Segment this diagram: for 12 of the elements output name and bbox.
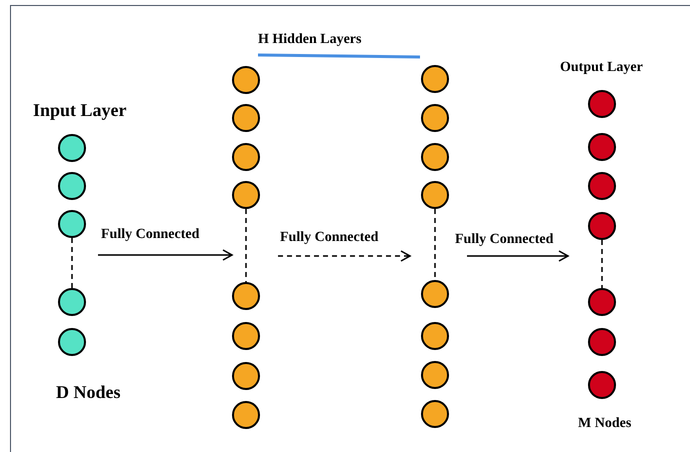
layer-heading: Output Layer <box>560 59 643 76</box>
node-count: D Nodes <box>56 381 121 404</box>
dashed-connector <box>434 209 436 280</box>
layer-heading: H Hidden Layers <box>258 31 362 48</box>
dashed-connector <box>245 209 247 282</box>
node-count: M Nodes <box>578 415 632 432</box>
connection-label: Fully Connected <box>280 229 378 246</box>
layer-heading: Input Layer <box>33 99 127 122</box>
dashed-connector <box>601 240 603 288</box>
connection-label: Fully Connected <box>455 231 554 248</box>
dashed-connector <box>71 238 73 288</box>
connection-label: Fully Connected <box>101 226 200 244</box>
